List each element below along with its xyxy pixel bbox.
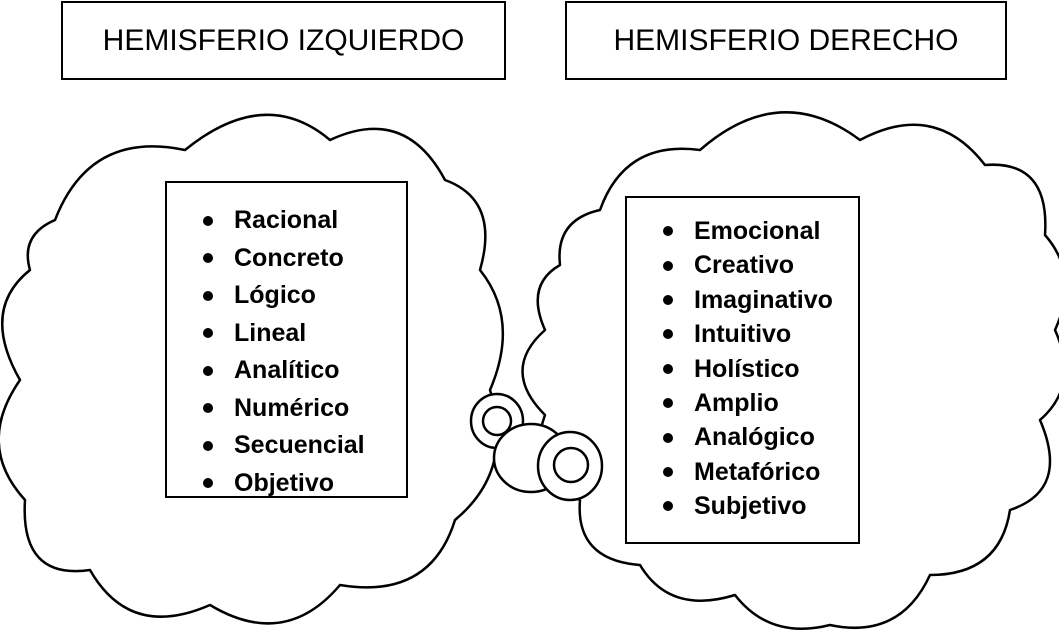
right-trait-item: Intuitivo: [663, 317, 858, 351]
right-trait-item: Holístico: [663, 352, 858, 386]
right-trait-item: Subjetivo: [663, 489, 858, 523]
left-traits-box: Racional Concreto Lógico Lineal Analític…: [165, 181, 408, 498]
left-trait-item: Concreto: [203, 240, 406, 278]
thought-bubble-inner: [552, 446, 590, 484]
right-traits-list: Emocional Creativo Imaginativo Intuitivo…: [663, 214, 858, 524]
left-trait-item: Secuencial: [203, 427, 406, 465]
right-trait-item: Imaginativo: [663, 283, 858, 317]
right-trait-item: Emocional: [663, 214, 858, 248]
left-trait-item: Objetivo: [203, 465, 406, 503]
thought-bubbles: [469, 392, 604, 502]
thought-bubble-inner: [481, 405, 513, 437]
left-traits-list: Racional Concreto Lógico Lineal Analític…: [203, 202, 406, 502]
right-trait-item: Metafórico: [663, 455, 858, 489]
left-trait-item: Numérico: [203, 390, 406, 428]
right-trait-item: Creativo: [663, 248, 858, 282]
right-hemisphere-title: HEMISFERIO DERECHO: [565, 1, 1007, 80]
left-trait-item: Lógico: [203, 277, 406, 315]
right-traits-box: Emocional Creativo Imaginativo Intuitivo…: [625, 196, 860, 544]
left-trait-item: Lineal: [203, 315, 406, 353]
right-trait-item: Analógico: [663, 420, 858, 454]
left-hemisphere-title: HEMISFERIO IZQUIERDO: [61, 1, 506, 80]
left-trait-item: Analítico: [203, 352, 406, 390]
right-trait-item: Amplio: [663, 386, 858, 420]
left-trait-item: Racional: [203, 202, 406, 240]
